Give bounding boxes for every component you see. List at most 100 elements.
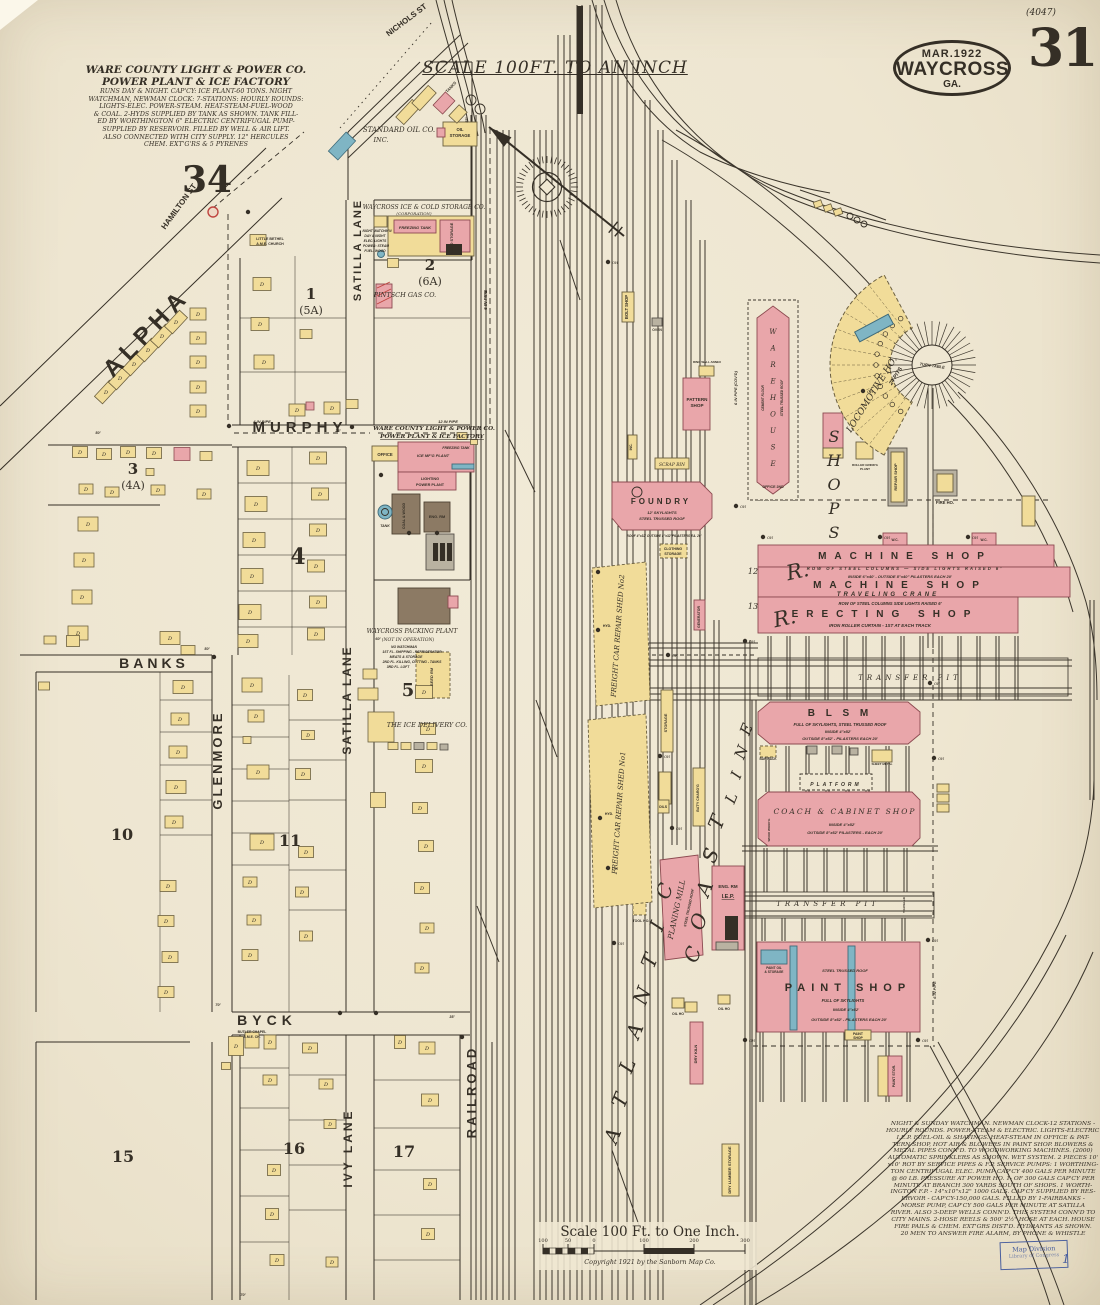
oh-mark: OH (938, 757, 945, 761)
map-label: GENERATOR (697, 606, 701, 629)
compass-tick (537, 157, 540, 165)
map-label: ELEC. LIGHTS (364, 239, 388, 243)
house (362, 668, 378, 680)
utility-dot (459, 1034, 465, 1040)
compass-tick (568, 197, 575, 202)
note-line: LIGHTS-ELEC. POWER-STEAM. HEAT-STEAM-FUE… (99, 103, 293, 111)
building (397, 471, 457, 491)
house (246, 914, 262, 926)
oh-mark: OH (767, 536, 774, 540)
utility-dot (931, 755, 937, 761)
dwelling-mark: D (247, 880, 252, 886)
house (38, 681, 50, 691)
map-label: 100 (538, 1238, 548, 1244)
oil-tank (853, 216, 861, 224)
map-label: INC. (372, 136, 388, 144)
map-label: OILS (659, 805, 668, 809)
house (246, 764, 270, 780)
house (357, 687, 379, 701)
building (721, 1143, 740, 1197)
compass-tick (532, 208, 537, 215)
map-label: 5 (402, 680, 415, 701)
dwelling-mark: D (255, 466, 260, 472)
compass-tick (516, 181, 524, 184)
house (309, 451, 327, 465)
building (657, 799, 670, 814)
utility-dot (760, 534, 766, 540)
house (170, 712, 190, 726)
house (189, 355, 207, 369)
map-label: 55' (465, 117, 469, 122)
utility-dot (597, 815, 603, 821)
building (682, 377, 711, 431)
utility-dot (915, 1037, 921, 1043)
building (627, 434, 638, 460)
dwelling-mark: D (163, 990, 168, 996)
oh-mark: OH (676, 827, 683, 831)
house (413, 742, 425, 750)
house (247, 709, 265, 723)
house (370, 792, 386, 808)
turntable-spoke (941, 326, 955, 348)
library-mark: 1 (1062, 1252, 1070, 1266)
building (971, 532, 997, 546)
dwelling-mark: D (253, 502, 258, 508)
house (250, 317, 270, 331)
house (323, 401, 341, 415)
house (325, 1256, 339, 1268)
building (692, 767, 706, 827)
block-line (0, 203, 209, 407)
house (418, 840, 434, 852)
torn-corner (0, 0, 38, 30)
track-curve (559, 239, 581, 301)
map-label: BAT'Y CHARG'G (696, 784, 700, 812)
building (659, 854, 704, 961)
stall-line (855, 297, 901, 338)
oh-mark: OH (922, 1039, 929, 1043)
house (249, 833, 275, 851)
engine-pit (889, 401, 895, 408)
dwelling-mark: D (177, 717, 182, 723)
compass-tick (554, 209, 557, 217)
building (373, 215, 388, 228)
dwelling-mark: D (195, 360, 200, 366)
compass-tick (566, 200, 573, 206)
house (426, 742, 438, 750)
dwelling-mark: D (294, 408, 299, 414)
compass-tick (569, 177, 577, 180)
turntable-spoke (944, 331, 961, 350)
house (66, 635, 80, 647)
scale-segment (644, 1248, 694, 1254)
stall-line (831, 346, 891, 358)
compass-fletch (614, 226, 623, 237)
building (757, 566, 1071, 598)
compass-fletch (608, 221, 619, 234)
dwelling-mark: D (165, 884, 170, 890)
track-curve (451, 0, 486, 134)
library-stamp: Map Division Library of Congress (999, 1239, 1069, 1271)
stamp-state: GA. (943, 79, 961, 90)
map-label: PAINT STOR. (892, 1065, 896, 1087)
map-label: 10 (111, 825, 133, 844)
map-label: OIL HO (718, 1007, 730, 1011)
copyright-line: Copyright 1921 by the Sanborn Map Co. (584, 1258, 716, 1266)
map-label: A (620, 1019, 648, 1043)
house (412, 802, 428, 814)
scale-cell (580, 1247, 588, 1255)
turntable-spoke (893, 342, 915, 356)
scale-cell (542, 1247, 550, 1255)
turntable-spoke (950, 371, 974, 381)
map-label: R. (783, 557, 811, 585)
note-line: CHEM. EXT'G'RS & 5 PYRENES (144, 141, 248, 149)
engine-pit (877, 383, 883, 389)
turntable-spoke (947, 336, 966, 353)
map-label: 6 IN PIPE (COV'D) (733, 370, 738, 405)
hatch-line (376, 281, 391, 289)
house (419, 922, 435, 934)
house (420, 723, 436, 735)
track-curve (929, 1045, 1051, 1305)
house (238, 604, 262, 620)
track-curve (591, 0, 831, 194)
dwelling-mark: D (131, 362, 136, 368)
